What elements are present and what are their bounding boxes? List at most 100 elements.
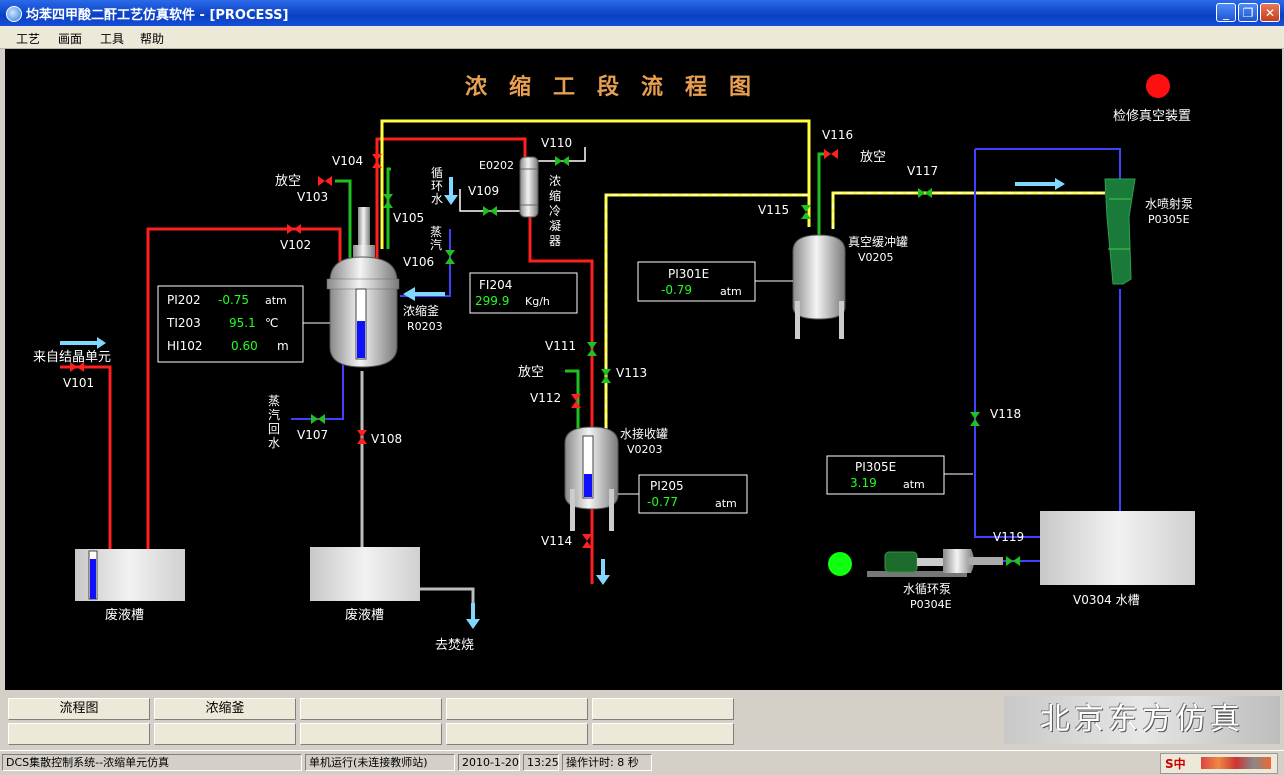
valve-v112-icon[interactable] xyxy=(571,394,581,408)
ti203-unit: ℃ xyxy=(265,316,278,330)
condenser-label-2: 缩 xyxy=(549,188,561,203)
valve-v119-icon[interactable] xyxy=(1006,556,1020,566)
minimize-button[interactable]: _ xyxy=(1216,3,1236,22)
valve-v101-icon[interactable] xyxy=(70,362,84,372)
nav-button-4[interactable] xyxy=(446,698,588,720)
valve-v112-label: V112 xyxy=(530,391,561,405)
condenser-label-4: 凝 xyxy=(549,218,561,233)
circ-water-label-1: 循 xyxy=(431,166,443,180)
maintenance-label: 检修真空装置 xyxy=(1113,109,1191,124)
valve-v105-icon[interactable] xyxy=(383,194,393,208)
window-title: 均苯四甲酸二酐工艺仿真软件 - [PROCESS] xyxy=(26,8,289,23)
valve-v116-icon[interactable] xyxy=(824,149,838,159)
valve-v113-icon[interactable] xyxy=(601,369,611,383)
nav-button-flowchart[interactable]: 流程图 xyxy=(8,698,150,720)
r0203-level-fill xyxy=(357,321,365,358)
v0205-name: 真空缓冲罐 xyxy=(848,234,908,249)
fi204-unit: Kg/h xyxy=(525,295,550,308)
r0203-name: 浓缩釜 xyxy=(403,303,439,318)
valve-v115-icon[interactable] xyxy=(801,205,811,219)
app-icon xyxy=(6,6,22,22)
condenser-water-lines xyxy=(459,147,586,212)
valve-v111-icon[interactable] xyxy=(587,342,597,356)
steam-return-label-3: 回 xyxy=(268,422,280,436)
valve-v102-icon[interactable] xyxy=(287,224,301,234)
valve-v102-label: V102 xyxy=(280,238,311,252)
condenser-e0202[interactable] xyxy=(519,156,539,218)
water-tank-v0304[interactable] xyxy=(1040,511,1195,585)
reactor-r0203[interactable] xyxy=(326,207,400,368)
valve-v108-label: V108 xyxy=(371,432,402,446)
nav-button-reactor[interactable]: 浓缩釜 xyxy=(154,698,296,720)
valve-v117-icon[interactable] xyxy=(918,188,932,198)
pi301e-value: -0.79 xyxy=(661,283,692,297)
circ-pump-p0304e[interactable] xyxy=(867,549,1003,577)
nav-button-10[interactable] xyxy=(592,723,734,745)
menu-tools[interactable]: 工具 xyxy=(100,32,125,46)
valve-v103-label: V103 xyxy=(297,190,328,204)
process-diagram: 浓缩工段流程图 检修真空装置 xyxy=(33,74,1195,653)
nav-button-8[interactable] xyxy=(300,723,442,745)
steam-return-label-4: 水 xyxy=(268,436,280,450)
vent-label-v103: 放空 xyxy=(275,174,301,189)
vent-label-v116: 放空 xyxy=(860,150,886,165)
arrow-down-icon xyxy=(596,559,610,585)
maintenance-indicator[interactable] xyxy=(1146,74,1170,98)
from-crystal-label: 来自结晶单元 xyxy=(33,350,111,365)
nav-button-6[interactable] xyxy=(8,723,150,745)
v0203-tag: V0203 xyxy=(627,443,663,456)
valve-v117-label: V117 xyxy=(907,164,938,178)
valve-v118-icon[interactable] xyxy=(970,412,980,426)
valve-v118-label: V118 xyxy=(990,407,1021,421)
steam-return-label-1: 蒸 xyxy=(268,394,280,408)
arrow-down-icon xyxy=(444,177,458,205)
waste-tank-1-label: 废液槽 xyxy=(105,607,144,623)
valve-v106-icon[interactable] xyxy=(445,250,455,264)
close-button[interactable]: ✕ xyxy=(1260,3,1280,22)
valve-v109-icon[interactable] xyxy=(483,206,497,216)
vent-label-v112: 放空 xyxy=(518,365,544,380)
status-system: DCS集散控制系统--浓缩单元仿真 xyxy=(2,754,302,771)
menu-help[interactable]: 帮助 xyxy=(140,32,165,46)
waste-tank-2[interactable] xyxy=(310,547,420,601)
p0304e-tag: P0304E xyxy=(910,598,952,611)
menu-process[interactable]: 工艺 xyxy=(16,32,41,46)
pi301e-readout-panel: PI301E -0.79 atm xyxy=(637,261,793,302)
pi301e-tag: PI301E xyxy=(668,267,709,281)
arrow-down-icon xyxy=(466,603,480,629)
menu-screen[interactable]: 画面 xyxy=(58,32,83,46)
steam-label-1: 蒸 xyxy=(430,225,442,239)
pi305e-readout-panel: PI305E 3.19 atm xyxy=(826,455,973,495)
valve-v107-icon[interactable] xyxy=(311,414,325,424)
jet-pump-p0305e[interactable] xyxy=(1104,178,1136,285)
brand-logo: 北京东方仿真 xyxy=(1004,696,1280,744)
valve-v103-icon[interactable] xyxy=(318,176,332,186)
valve-v108-icon[interactable] xyxy=(357,430,367,444)
v0304-label: V0304 水槽 xyxy=(1073,593,1140,607)
pi305e-value: 3.19 xyxy=(850,476,877,490)
nav-button-5[interactable] xyxy=(592,698,734,720)
ime-icon[interactable]: S中 xyxy=(1165,757,1186,771)
nav-button-3[interactable] xyxy=(300,698,442,720)
valve-v114-icon[interactable] xyxy=(582,534,592,548)
nav-button-9[interactable] xyxy=(446,723,588,745)
p0305e-tag: P0305E xyxy=(1148,213,1190,226)
valve-v113-label: V113 xyxy=(616,366,647,380)
r0203-tag: R0203 xyxy=(407,320,443,333)
diagram-title: 浓缩工段流程图 xyxy=(465,74,773,100)
system-tray[interactable]: S中 xyxy=(1160,753,1278,774)
pi205-tag: PI205 xyxy=(650,479,684,493)
circ-water-label-2: 环 xyxy=(431,179,443,193)
valve-v104-icon[interactable] xyxy=(372,154,382,168)
waste-tank-2-label: 废液槽 xyxy=(345,607,384,623)
valve-v104-label: V104 xyxy=(332,154,363,168)
valve-v110-icon[interactable] xyxy=(555,156,569,166)
receiver-v0203[interactable] xyxy=(564,426,619,531)
buffer-v0205[interactable] xyxy=(792,234,846,339)
maximize-button[interactable]: ❐ xyxy=(1238,3,1258,22)
pump-run-indicator[interactable] xyxy=(828,552,852,576)
p0305e-name: 水喷射泵 xyxy=(1145,196,1193,211)
red-process-lines xyxy=(60,137,594,584)
tray-icons[interactable] xyxy=(1201,757,1271,769)
nav-button-7[interactable] xyxy=(154,723,296,745)
